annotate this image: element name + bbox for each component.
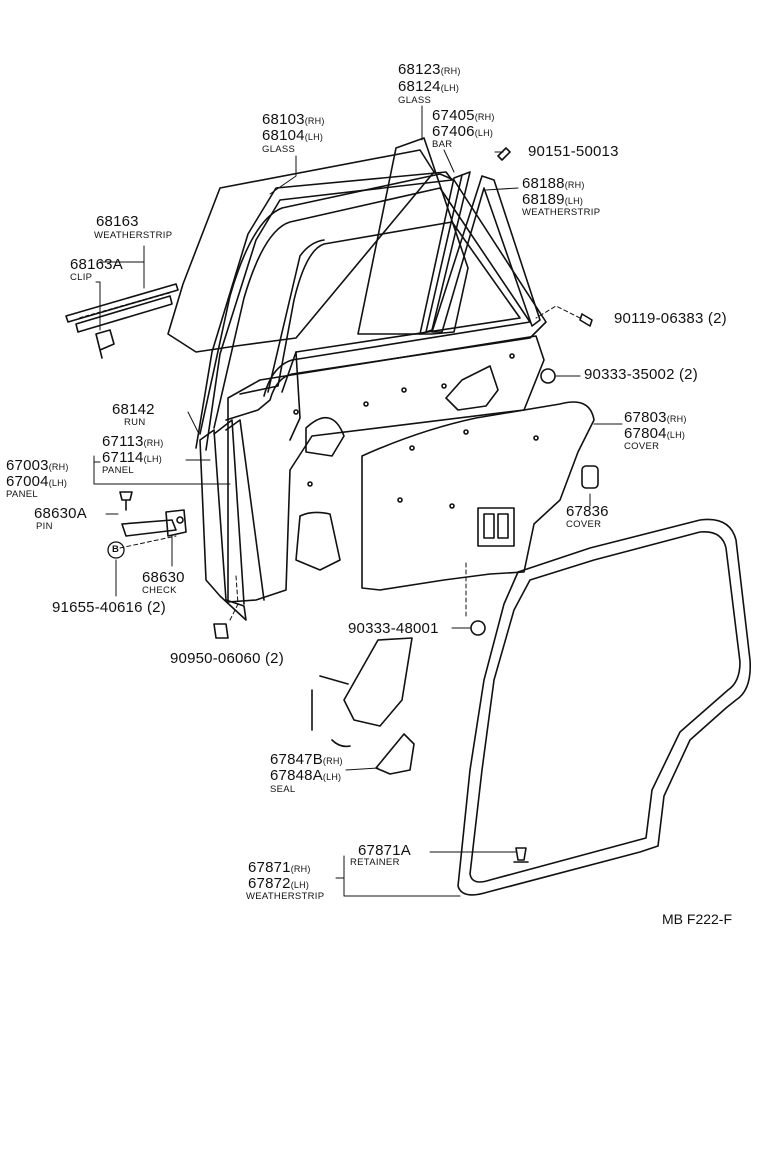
- plug-90333-48001-part: 90333-48001: [348, 620, 439, 637]
- check-part: 68630: [142, 569, 185, 586]
- main-weatherstrip-name: WEATHERSTRIP: [246, 891, 325, 902]
- plug-90333-35002-drawing: [540, 368, 556, 384]
- clip-part: 68163A: [70, 256, 123, 273]
- door-check-drawing: [121, 519, 177, 537]
- seal-lh-part: 67848A(LH): [270, 767, 342, 784]
- retainer-drawing: [513, 847, 529, 863]
- quarter-glass-rh-part: 68123(RH): [398, 61, 461, 78]
- diagram-code: MB F222-F: [662, 911, 733, 927]
- glass-run-drawing: [195, 171, 453, 451]
- upper-weatherstrip-name: WEATHERSTRIP: [522, 207, 601, 218]
- cover-name: COVER: [624, 441, 660, 452]
- upper-weatherstrip-rh-part: 68188(RH): [522, 175, 585, 192]
- door-glass-drawing: [167, 149, 435, 353]
- panel-name: PANEL: [6, 489, 38, 500]
- clip-name: CLIP: [70, 272, 93, 283]
- panel-lh-part: 67004(LH): [6, 473, 68, 490]
- main-weatherstrip-drawing: [457, 518, 752, 896]
- pin-drawing: [119, 491, 133, 511]
- belt-weatherstrip-name: WEATHERSTRIP: [94, 230, 173, 241]
- small-cover-name: COVER: [566, 519, 602, 530]
- seal-drawing: [375, 733, 415, 775]
- seal-name: SEAL: [270, 784, 296, 795]
- trim-cover-drawing: [361, 401, 595, 591]
- inner-panel-rh-part: 67113(RH): [102, 433, 164, 450]
- bolt-b-part: 91655-40616 (2): [52, 599, 166, 616]
- bar-name: BAR: [432, 139, 453, 150]
- upper-weatherstrip-drawing: [431, 175, 541, 333]
- pin-part: 68630A: [34, 505, 87, 522]
- outer-panel-drawing: [199, 429, 247, 621]
- screw-90151-drawing: [497, 147, 511, 161]
- small-cover-part: 67836: [566, 503, 609, 520]
- main-weatherstrip-rh-part: 67871(RH): [248, 859, 311, 876]
- retainer-name: RETAINER: [350, 857, 400, 868]
- glass-name: GLASS: [262, 144, 296, 155]
- screw-90151-part: 90151-50013: [528, 143, 619, 160]
- bar-rh-part: 67405(RH): [432, 107, 495, 124]
- check-name: CHECK: [142, 585, 177, 596]
- inner-panel-lh-part: 67114(LH): [102, 449, 162, 466]
- retainer-part: 67871A: [358, 842, 411, 859]
- upper-weatherstrip-lh-part: 68189(LH): [522, 191, 584, 208]
- inner-panel-name: PANEL: [102, 465, 134, 476]
- quarter-glass-name: GLASS: [398, 95, 432, 106]
- clip-90950-drawing: [213, 623, 229, 639]
- bolt-90119-drawing: [579, 313, 593, 327]
- door-frame-drawing: [199, 173, 547, 435]
- pin-name: PIN: [36, 521, 53, 532]
- panel-rh-part: 67003(RH): [6, 457, 69, 474]
- glass-lh-part: 68104(LH): [262, 127, 324, 144]
- cover-rh-part: 67803(RH): [624, 409, 687, 426]
- main-weatherstrip-lh-part: 67872(LH): [248, 875, 310, 892]
- belt-weatherstrip-part: 68163: [96, 213, 139, 230]
- plug-90333-35002-part: 90333-35002 (2): [584, 366, 698, 383]
- bolt-90119-part: 90119-06383 (2): [614, 310, 727, 327]
- inner-door-panel-drawing: [227, 335, 545, 603]
- belt-weatherstrip-drawing: [65, 283, 179, 323]
- seal-rh-part: 67847B(RH): [270, 751, 343, 768]
- run-name: RUN: [124, 417, 146, 428]
- callout-b-circle: [107, 541, 125, 559]
- run-part: 68142: [112, 401, 155, 418]
- glass-rh-part: 68103(RH): [262, 111, 325, 128]
- clip-drawing: [95, 329, 115, 359]
- plug-90333-48001-drawing: [470, 620, 486, 636]
- small-cover-drawing: [581, 465, 599, 489]
- quarter-glass-drawing: [357, 137, 469, 335]
- clip-90950-part: 90950-06060 (2): [170, 650, 284, 667]
- callout-b-label: B: [112, 544, 120, 555]
- quarter-glass-lh-part: 68124(LH): [398, 78, 460, 95]
- bar-lh-part: 67406(LH): [432, 123, 494, 140]
- cover-lh-part: 67804(LH): [624, 425, 686, 442]
